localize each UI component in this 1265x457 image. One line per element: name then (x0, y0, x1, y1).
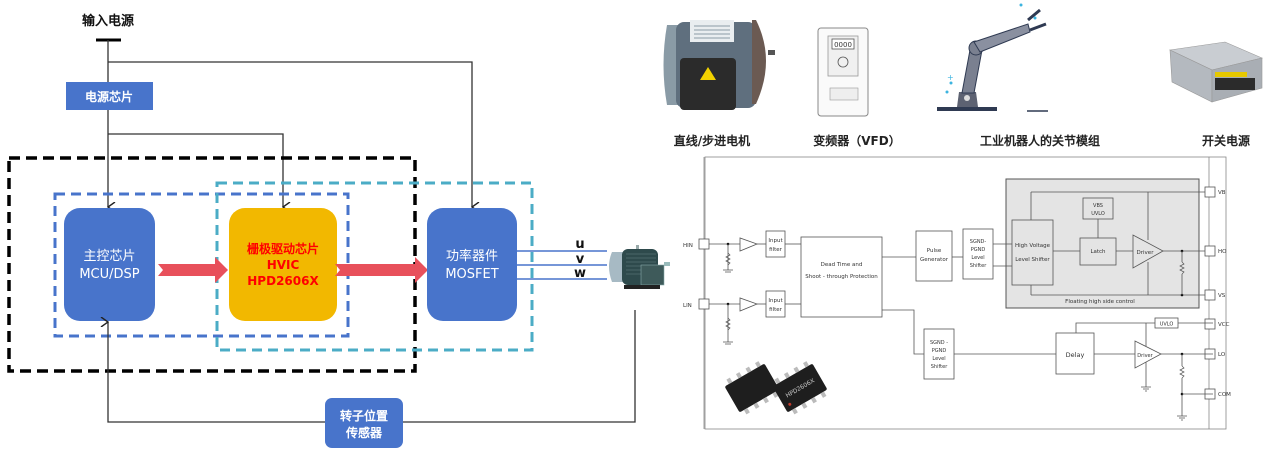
svg-text:UVLO: UVLO (1160, 322, 1174, 328)
floating-high-side-label: Floating high side control (1065, 299, 1135, 305)
signal-arrow-driver-to-mosfet (335, 257, 428, 283)
svg-text:filter: filter (769, 307, 783, 313)
power-chip-block (66, 82, 153, 110)
svg-text:PGND: PGND (932, 348, 947, 354)
vfd-icon: 0000 (817, 27, 869, 117)
sensor-label-line1: 转子位置 (340, 408, 388, 423)
input-filter-lin (765, 290, 786, 318)
phase-label-u: u (575, 237, 584, 252)
svg-text:Generator: Generator (920, 257, 949, 263)
pin-ho (1204, 245, 1216, 257)
app-robot-joint: + 工业机器人的关节模组 (937, 3, 1100, 148)
svg-text:PGND: PGND (971, 247, 986, 253)
svg-text:Driver: Driver (1137, 353, 1153, 359)
robot-arm-icon: + (937, 3, 1048, 112)
svg-text:HO: HO (1218, 249, 1227, 255)
input-filter-hin (765, 230, 786, 258)
soic8-chip-packages: HPD2606X (725, 361, 827, 415)
svg-text:SGND-: SGND- (970, 239, 987, 245)
schmitt-buffer-hin (739, 237, 759, 252)
mosfet-label-line2: MOSFET (445, 267, 498, 282)
industrial-motor-icon (663, 20, 775, 110)
app-switching-power: 开关电源 (1168, 41, 1263, 148)
mcu-block (64, 208, 155, 321)
schmitt-buffer-lin (739, 297, 759, 312)
delay-block (1055, 332, 1095, 375)
svg-text:Pulse: Pulse (927, 248, 942, 254)
svg-text:Driver: Driver (1137, 250, 1155, 256)
pin-vcc (1204, 318, 1216, 330)
app-label-vfd: 变频器（VFD） (813, 133, 900, 148)
power-chip-label: 电源芯片 (85, 89, 133, 104)
phase-lines: u v w (517, 237, 607, 281)
rotor-position-sensor-block (325, 398, 403, 448)
app-label-robot-joint: 工业机器人的关节模组 (980, 133, 1100, 148)
gate-driver-label-line2: HVIC (267, 258, 300, 272)
hv-level-shifter-block (1011, 219, 1054, 286)
level-shifter-high-block (962, 228, 994, 280)
app-label-motor: 直线/步进电机 (674, 133, 750, 148)
app-label-switching-power: 开关电源 (1202, 133, 1250, 148)
svg-text:Shoot - through Protection: Shoot - through Protection (805, 274, 878, 280)
svg-text:Dead Time and: Dead Time and (821, 262, 863, 268)
svg-text:filter: filter (769, 247, 783, 253)
pin-vs (1204, 289, 1216, 301)
dead-time-protection-block (800, 236, 883, 318)
svg-text:Latch: Latch (1090, 249, 1106, 255)
svg-text:SGND -: SGND - (930, 340, 948, 346)
svg-text:Shifter: Shifter (970, 263, 987, 269)
svg-text:Level: Level (932, 356, 945, 362)
mcu-driver-group-boundary (53, 192, 350, 338)
applications-row: 直线/步进电机 0000 变频器（VFD） (663, 3, 1263, 148)
mcu-label-line1: 主控芯片 (83, 249, 135, 264)
wire-power-to-gate-driver (108, 133, 283, 207)
pin-lin: LIN Input filter (683, 290, 801, 342)
svg-text:Input: Input (768, 238, 783, 244)
pulse-generator-block (915, 230, 953, 282)
svg-text:LIN: LIN (683, 303, 692, 309)
svg-text:HIN: HIN (683, 243, 693, 249)
svg-text:Shifter: Shifter (931, 364, 948, 370)
svg-text:LO: LO (1218, 352, 1226, 358)
power-supply-icon (1168, 41, 1263, 103)
svg-text:UVLO: UVLO (1091, 211, 1105, 217)
svg-text:COM: COM (1218, 392, 1231, 398)
system-block-diagram: 输入电源 电源芯片 主控芯片 MCU/DSP 栅极驱动芯片 HVIC HPD26… (7, 13, 670, 448)
level-shifter-low-block (923, 328, 955, 380)
pin-hin: HIN Input filter (683, 230, 801, 270)
high-side-driver (1132, 234, 1164, 269)
phase-label-w: w (574, 266, 586, 281)
app-motor: 直线/步进电机 (663, 20, 775, 148)
gate-driver-label-line3: HPD2606X (247, 274, 319, 288)
mosfet-label-line1: 功率器件 (446, 248, 498, 264)
svg-text:VS: VS (1218, 293, 1226, 299)
svg-text:VB: VB (1218, 190, 1226, 196)
signal-arrow-mcu-to-driver (158, 257, 228, 283)
svg-text:Level: Level (971, 255, 984, 261)
svg-text:VCC: VCC (1218, 322, 1230, 328)
ic-functional-block-diagram: HIN Input filter LIN Input filter (683, 156, 1231, 430)
input-power-label: 输入电源 (82, 13, 134, 29)
app-vfd: 0000 变频器（VFD） (813, 27, 901, 148)
motor-icon (609, 245, 670, 289)
gate-driver-label-line1: 栅极驱动芯片 (247, 241, 319, 256)
pin-vb (1204, 186, 1216, 198)
svg-text:Input: Input (768, 298, 783, 304)
latch-block (1079, 237, 1117, 266)
sensor-label-line2: 传感器 (345, 425, 383, 440)
svg-text:Delay: Delay (1066, 351, 1085, 359)
gate-driver-block (229, 208, 337, 321)
svg-text:0000: 0000 (834, 41, 852, 49)
mosfet-block (427, 208, 517, 321)
svg-text:High Voltage: High Voltage (1015, 243, 1051, 249)
svg-text:VBS: VBS (1093, 203, 1103, 209)
mcu-label-line2: MCU/DSP (79, 267, 139, 282)
svg-text:Level Shifter: Level Shifter (1015, 257, 1050, 263)
svg-text:+: + (947, 73, 954, 82)
low-side-driver (1134, 340, 1162, 369)
wire-input-to-mosfet (108, 61, 472, 207)
phase-label-v: v (576, 252, 585, 267)
